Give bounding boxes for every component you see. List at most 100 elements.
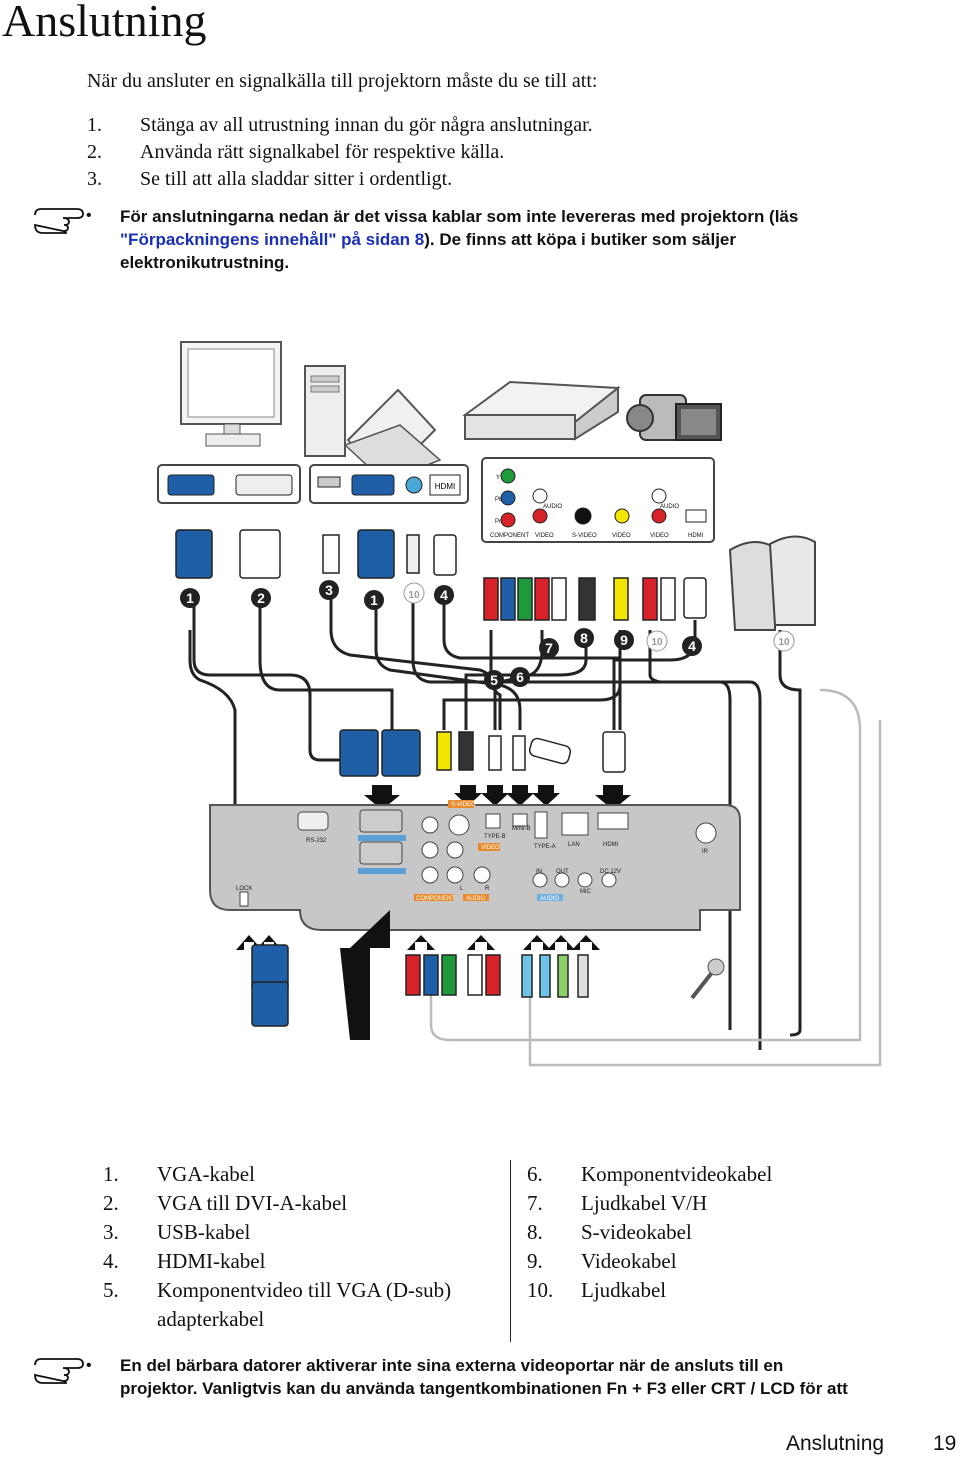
cable-name: Ljudkabel: [581, 1278, 667, 1302]
panel-label: L: [460, 886, 464, 892]
av-port-label: HDMI: [688, 533, 704, 539]
panel-label: MIC: [580, 889, 592, 895]
callout-number: 6: [516, 669, 524, 685]
pointing-hand-icon: [34, 1358, 84, 1384]
panel-label: HDMI: [603, 842, 619, 848]
step-text: Se till att alla sladdar sitter i ordent…: [140, 168, 453, 190]
cable-list-left: 1. VGA-kabel 2.VGA till DVI-A-kabel 3. USB…: [103, 1160, 451, 1334]
note-line: projektor. Vanligtvis kan du använda tan…: [120, 1379, 848, 1398]
note-line: En del bärbara datorer aktiverar inte si…: [120, 1356, 784, 1375]
cable-number: 1.: [103, 1162, 119, 1186]
callout-number: 2: [257, 590, 265, 606]
av-port-label: VIDEO: [650, 533, 669, 539]
step-text: Stänga av all utrustning innan du gör nå…: [140, 114, 593, 136]
panel-label: DC 12V: [600, 869, 621, 875]
projector-rear-panel: RS-232 LOCK S-VIDEO TYPE-B MINI-B TYPE-A…: [209, 800, 741, 931]
note-line: För anslutningarna nedan är det vissa ka…: [120, 207, 799, 226]
panel-label: R: [485, 886, 490, 892]
list-item: 3. Se till att alla sladdar sitter i orde…: [87, 168, 593, 195]
panel-label: TYPE-B: [484, 834, 506, 840]
av-port-label: COMPONENT: [490, 533, 529, 539]
camcorder-icon: [626, 394, 722, 441]
callout-number: 1: [370, 592, 378, 608]
cable-number: 5.: [103, 1278, 119, 1302]
callout-number: 8: [580, 630, 588, 646]
av-port-label: AUDIO: [660, 504, 679, 510]
list-item: 7.Ljudkabel V/H: [527, 1189, 772, 1218]
callout-number: 3: [325, 582, 333, 598]
cable-name: Komponentvideo till VGA (D-sub): [157, 1278, 452, 1302]
step-number: 3.: [87, 168, 102, 190]
cable-number: 7.: [527, 1191, 543, 1215]
callout-number: 7: [545, 640, 553, 656]
cable-number: 3.: [103, 1220, 119, 1244]
callout-number: 1: [186, 590, 194, 606]
list-item: 9. Videokabel: [527, 1247, 772, 1276]
note-text: För anslutningarna nedan är det vissa ka…: [120, 205, 920, 274]
cable-name: HDMI-kabel: [157, 1249, 266, 1273]
cable-number: 8.: [527, 1220, 543, 1244]
panel-label: IN: [536, 869, 542, 875]
list-item: 10. Ljudkabel: [527, 1276, 772, 1305]
cable-name: adapterkabel: [157, 1307, 265, 1331]
monitor-icon: [180, 341, 282, 447]
list-item: 2.Använda rätt signalkabel för respektiv…: [87, 141, 593, 168]
callout-number: 10: [778, 637, 790, 648]
note-link[interactable]: "Förpackningens innehåll" på sidan 8: [120, 230, 425, 249]
cable-name: S-videokabel: [581, 1220, 692, 1244]
panel-label: MINI-B: [512, 826, 531, 832]
step-number: 2.: [87, 141, 102, 163]
list-item: 6. Komponentvideokabel: [527, 1160, 772, 1189]
panel-label: S-VIDEO: [451, 802, 476, 808]
av-port-label: S-VIDEO: [572, 533, 597, 539]
panel-label: OUT: [556, 869, 569, 875]
cable-number: 2.: [103, 1191, 119, 1215]
cable-number: [103, 1305, 157, 1334]
cable-number: 6.: [527, 1162, 543, 1186]
steps-list: 1. Stänga av all utrustning innan du gör …: [87, 114, 593, 195]
callout-number: 9: [620, 632, 628, 648]
list-item: 1. Stänga av all utrustning innan du gör …: [87, 114, 593, 141]
panel-label: LAN: [568, 842, 580, 848]
cable-name: Komponentvideokabel: [581, 1162, 773, 1186]
av-port-label: VIDEO: [612, 533, 631, 539]
page-number: 19: [933, 1432, 957, 1455]
panel-label: IR: [702, 849, 709, 855]
callout-number: 5: [490, 672, 498, 688]
cable-number: 10.: [527, 1278, 554, 1302]
av-port-label: Y: [496, 475, 500, 481]
cable-list-right: 6. Komponentvideokabel 7.Ljudkabel V/H 8.…: [527, 1160, 772, 1305]
cable-name: USB-kabel: [157, 1220, 251, 1244]
note-bullet: •: [86, 1357, 92, 1374]
note-line: "Förpackningens innehåll" på sidan 8). D…: [120, 228, 920, 251]
list-item: 8. S-videokabel: [527, 1218, 772, 1247]
list-item: 2.VGA till DVI-A-kabel: [103, 1189, 451, 1218]
callout-number: 4: [440, 587, 448, 603]
intro-text: När du ansluter en signalkälla till proj…: [87, 70, 598, 92]
av-port-label: VIDEO: [535, 533, 554, 539]
av-port-panel: [481, 457, 715, 543]
hdmi-port-label: HDMI: [435, 482, 455, 491]
list-item: adapterkabel: [103, 1305, 451, 1334]
cable-name: VGA-kabel: [157, 1162, 255, 1186]
footer-section-label: Anslutning: [786, 1432, 885, 1455]
page-title: Anslutning: [2, 0, 207, 46]
panel-label: COMPONENT: [416, 896, 455, 902]
note-text: En del bärbara datorer aktiverar inte si…: [120, 1354, 950, 1400]
panel-label: TYPE-A: [534, 844, 556, 850]
cable-number: 9.: [527, 1249, 543, 1273]
callout-number: 4: [688, 638, 696, 654]
cable-number: 4.: [103, 1249, 119, 1273]
av-port-label: Pr: [495, 519, 501, 525]
step-number: 1.: [87, 114, 102, 136]
connection-diagram: HDMI Y Pb Pr AUDIO AUDIO COMPONENT VIDEO…: [157, 341, 882, 1067]
dvd-player-icon: [462, 380, 621, 441]
cable-name: Videokabel: [581, 1249, 677, 1273]
panel-label: VIDEO: [481, 845, 500, 851]
panel-label: AUDIO: [466, 896, 485, 902]
note-line: elektronikutrustning.: [120, 253, 290, 272]
note-line-rest: ). De finns att köpa i butiker som sälje…: [424, 230, 736, 249]
list-item: 4. HDMI-kabel: [103, 1247, 451, 1276]
panel-label: LOCK: [236, 886, 252, 892]
panel-label: RS-232: [306, 838, 327, 844]
